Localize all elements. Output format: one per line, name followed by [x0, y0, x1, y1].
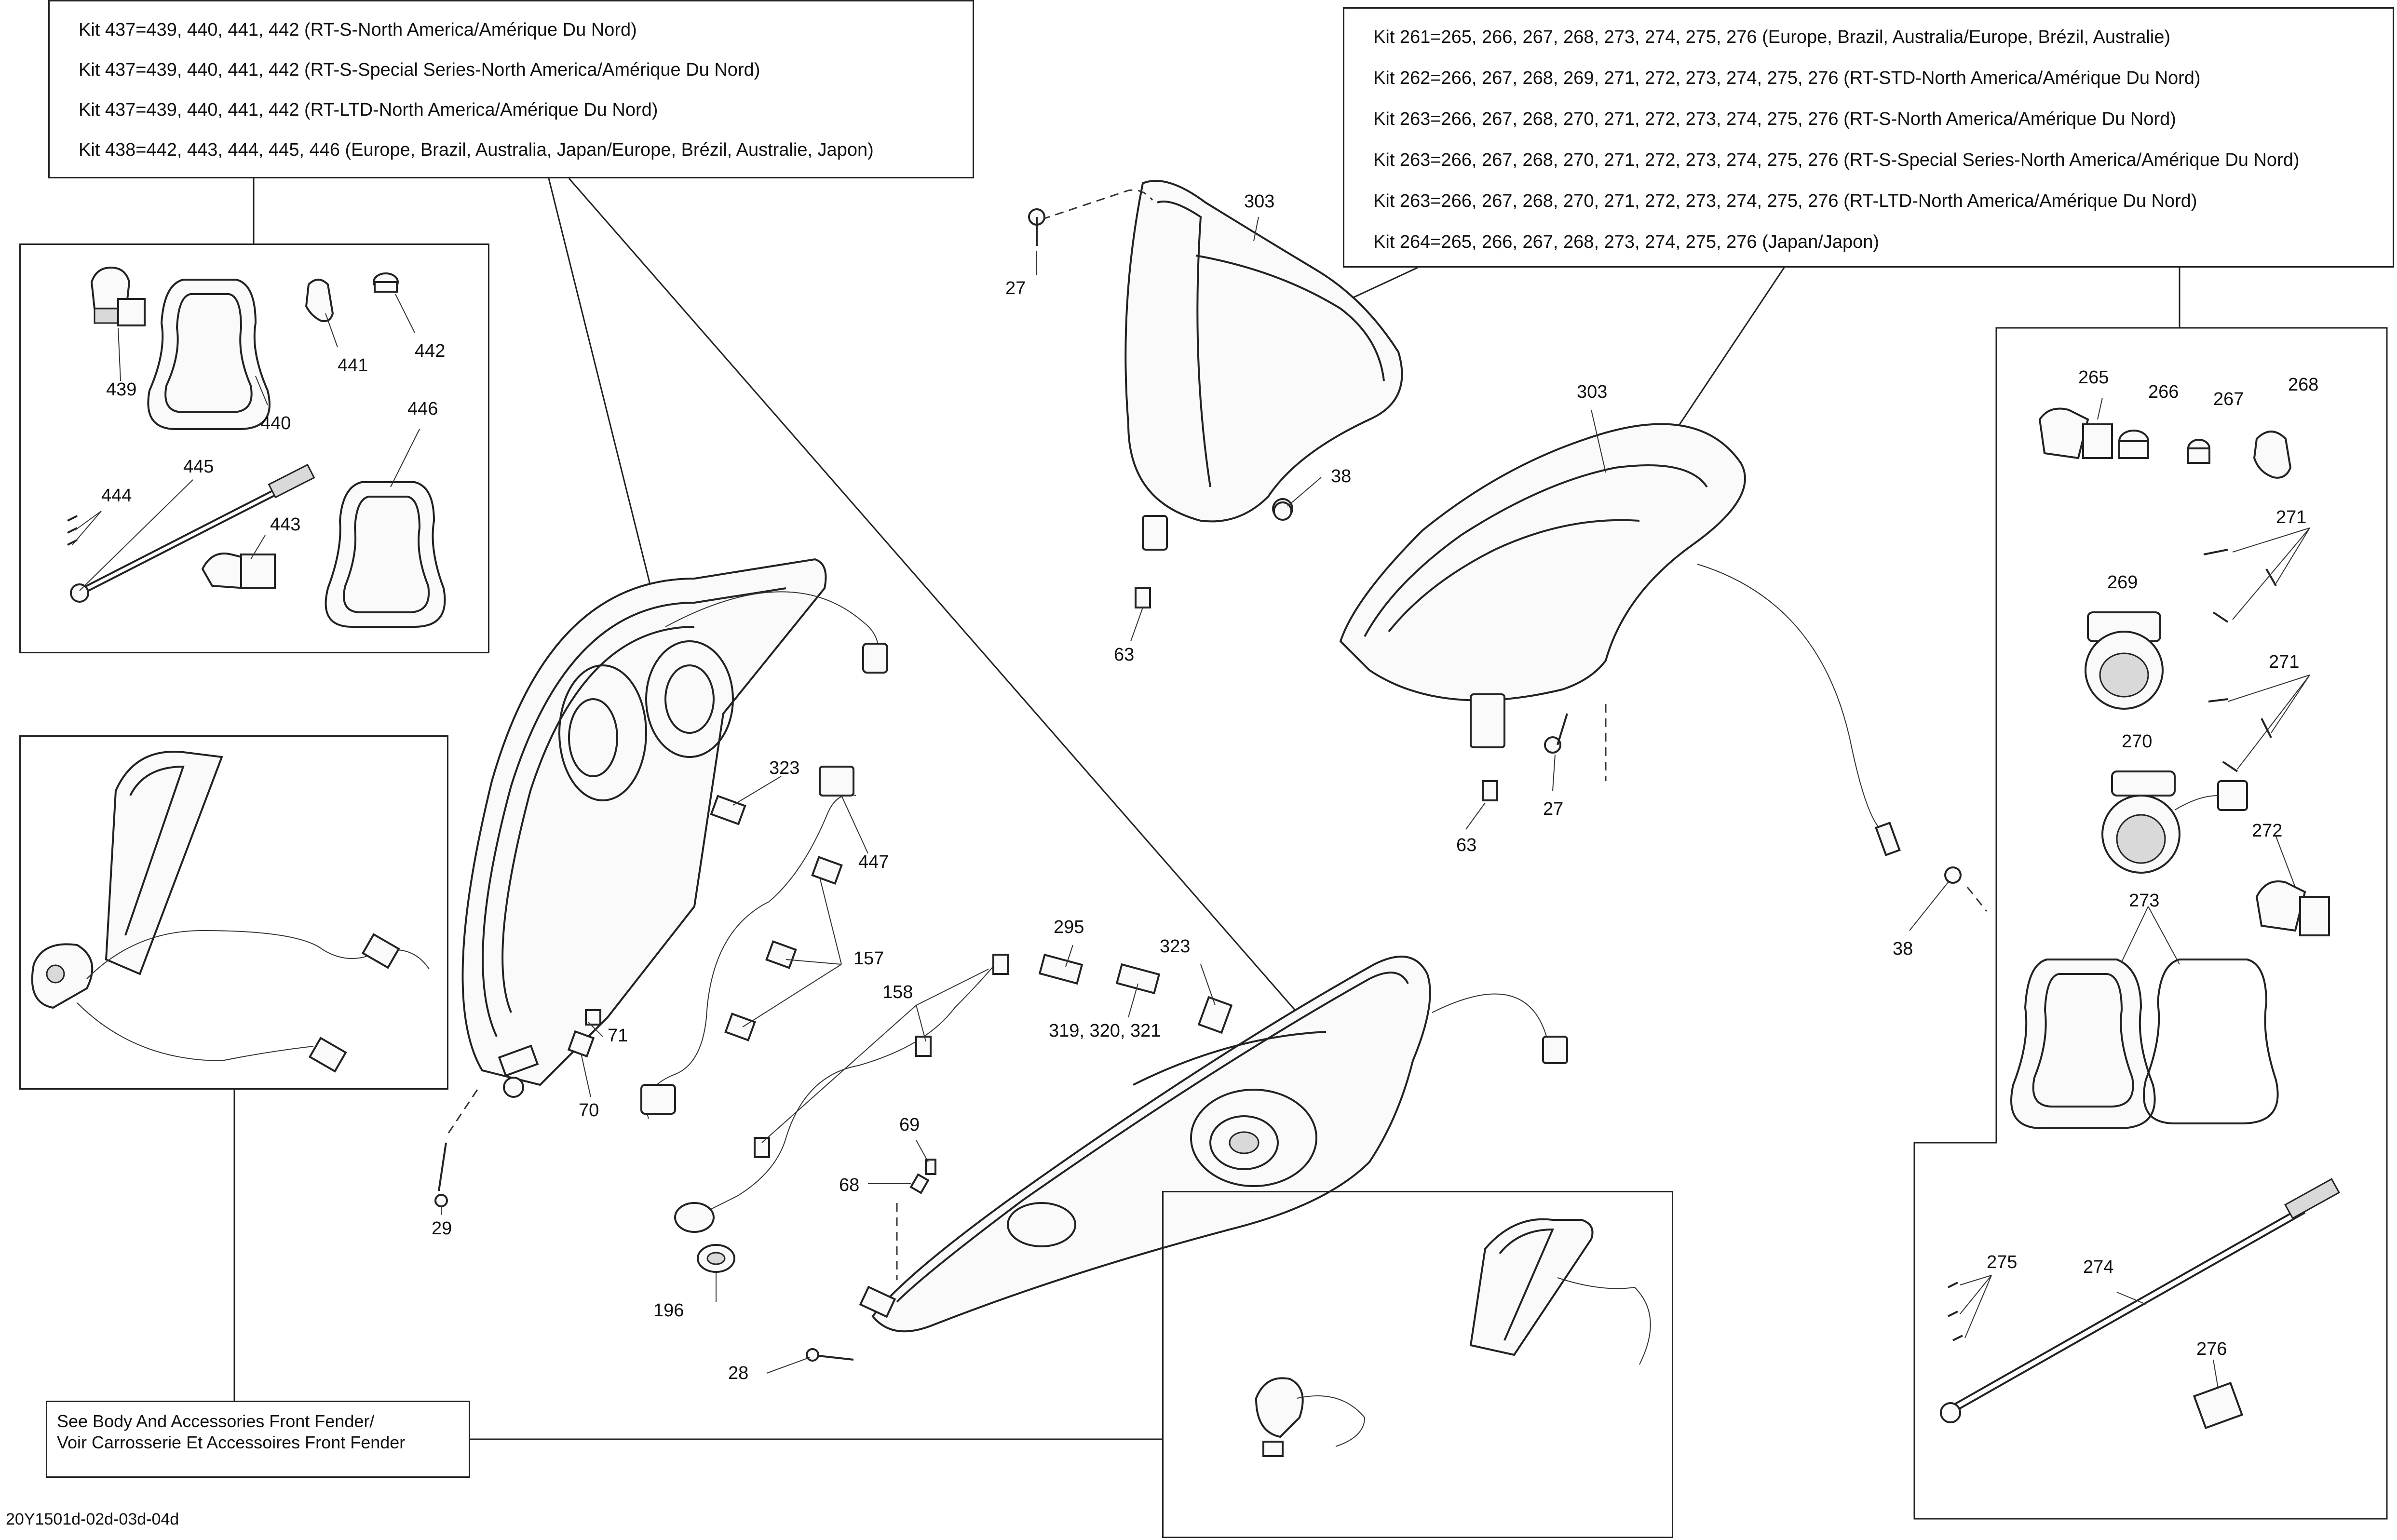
callout-271b: 271 — [2269, 652, 2299, 672]
callout-70: 70 — [579, 1100, 599, 1121]
left-headlight-assembly — [461, 558, 888, 1098]
callout-28: 28 — [728, 1363, 748, 1383]
clip-441-icon — [305, 279, 334, 322]
callout-196: 196 — [653, 1300, 684, 1321]
callout-441: 441 — [338, 355, 368, 376]
kit-line: Kit 263=266, 267, 268, 270, 271, 272, 27… — [1373, 191, 2197, 211]
grommet-266-icon — [2118, 430, 2149, 459]
callout-275: 275 — [1987, 1252, 2017, 1272]
callout-444: 444 — [101, 486, 132, 506]
bulb-265-icon — [2038, 407, 2113, 459]
callout-71: 71 — [608, 1026, 628, 1046]
grommet-267-icon — [2187, 439, 2210, 464]
callout-439: 439 — [106, 379, 136, 400]
callout-274: 274 — [2083, 1257, 2113, 1277]
bulb-439-icon — [90, 266, 146, 326]
kit-line: Kit 261=265, 266, 267, 268, 273, 274, 27… — [1373, 27, 2170, 47]
diagram-code: 20Y1501d-02d-03d-04d — [6, 1510, 179, 1528]
callout-265: 265 — [2078, 367, 2109, 388]
callout-446: 446 — [407, 399, 438, 419]
kit-box-left: Kit 437=439, 440, 441, 442 (RT-S-North A… — [48, 0, 974, 178]
callout-303a: 303 — [1244, 191, 1274, 212]
callout-labels: 439 440 441 442 444 445 443 446 27 303 3… — [101, 191, 2318, 1383]
callout-157: 157 — [853, 948, 884, 969]
grommet-442-icon — [373, 272, 399, 293]
callout-323a: 323 — [769, 758, 799, 778]
callout-63a: 63 — [1114, 645, 1134, 665]
callout-27b: 27 — [1543, 799, 1563, 819]
front-fender-light-parts — [31, 751, 430, 1073]
callout-445: 445 — [183, 457, 214, 477]
screws-275-icon — [1948, 1282, 1963, 1341]
bulb-443-icon — [201, 553, 276, 590]
kit-line: Kit 263=266, 267, 268, 270, 271, 272, 27… — [1373, 150, 2300, 170]
wire-harness — [567, 766, 1233, 1273]
callout-442: 442 — [415, 341, 445, 361]
screws-271-icon — [2203, 549, 2277, 772]
callout-303b: 303 — [1577, 382, 1607, 402]
right-kit-parts — [1940, 407, 2340, 1430]
kit-line: Kit 438=442, 443, 444, 445, 446 (Europe,… — [79, 140, 874, 160]
turn-signal-panel — [1162, 1191, 1673, 1538]
left-kit-panel — [19, 243, 489, 653]
left-kit-parts — [67, 266, 446, 628]
cable-274-icon — [1940, 1178, 2340, 1423]
connector-276-icon — [2193, 1381, 2244, 1430]
callout-271a: 271 — [2276, 507, 2306, 527]
kit-line: Kit 264=265, 266, 267, 268, 273, 274, 27… — [1373, 232, 1880, 252]
callout-270: 270 — [2122, 731, 2152, 752]
boot-440-icon — [147, 279, 271, 430]
headlamp-module-270-icon — [2101, 770, 2248, 874]
kit-leader-lines — [233, 178, 2180, 1451]
bulb-272-icon — [2255, 880, 2330, 936]
seal-273-icon — [2143, 959, 2279, 1124]
callout-267: 267 — [2213, 389, 2244, 409]
callout-29: 29 — [432, 1218, 452, 1239]
headlamp-module-269-icon — [2085, 611, 2164, 710]
kit-box-right: Kit 261=265, 266, 267, 268, 273, 274, 27… — [1343, 7, 2394, 268]
callout-323b: 323 — [1160, 936, 1190, 957]
boot-273-icon — [2010, 959, 2156, 1129]
note-line-1: See Body And Accessories Front Fender/ — [57, 1411, 375, 1431]
callout-273: 273 — [2129, 891, 2159, 911]
callout-269: 269 — [2107, 572, 2138, 593]
kit-line: Kit 437=439, 440, 441, 442 (RT-S-Special… — [79, 60, 760, 80]
callout-295: 295 — [1054, 917, 1084, 937]
callout-158: 158 — [882, 982, 913, 1002]
callout-272: 272 — [2252, 821, 2282, 841]
callout-443: 443 — [270, 514, 300, 535]
right-upper-headlight-assembly — [1339, 423, 1901, 856]
callout-276: 276 — [2196, 1339, 2227, 1359]
fender-note-box: See Body And Accessories Front Fender/ V… — [46, 1401, 470, 1478]
callout-319: 319, 320, 321 — [1049, 1021, 1161, 1041]
callout-38b: 38 — [1893, 939, 1913, 959]
kit-line: Kit 262=266, 267, 268, 269, 271, 272, 27… — [1373, 68, 2201, 88]
callout-440: 440 — [260, 413, 291, 433]
callout-266: 266 — [2148, 382, 2179, 402]
callout-268: 268 — [2288, 375, 2318, 395]
kit-line: Kit 437=439, 440, 441, 442 (RT-LTD-North… — [79, 100, 658, 120]
clip-268-icon — [2253, 431, 2292, 479]
callout-68: 68 — [839, 1175, 859, 1195]
note-line-2: Voir Carrosserie Et Accessoires Front Fe… — [57, 1432, 406, 1452]
callout-447: 447 — [858, 852, 889, 872]
turn-signal-light-parts — [1255, 1218, 1651, 1457]
cable-445-icon — [70, 463, 315, 603]
fender-light-panel — [19, 735, 448, 1090]
kit-line: Kit 437=439, 440, 441, 442 (RT-S-North A… — [79, 20, 637, 40]
callout-63b: 63 — [1456, 835, 1476, 855]
callout-69: 69 — [899, 1115, 920, 1135]
kit-line: Kit 263=266, 267, 268, 270, 271, 272, 27… — [1373, 109, 2176, 129]
callout-27a: 27 — [1005, 278, 1026, 298]
right-lower-headlight-assembly — [859, 956, 1568, 1333]
callout-leaders — [72, 216, 2310, 1389]
boot-446-icon — [325, 481, 446, 628]
callout-38a: 38 — [1331, 466, 1351, 486]
